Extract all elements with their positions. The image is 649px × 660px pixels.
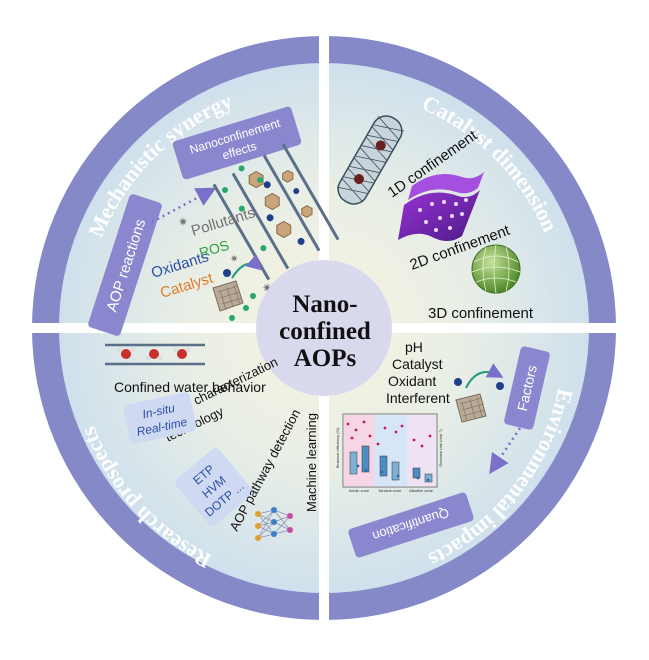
- chart-ylabel-right: Reaction rate (min⁻¹): [438, 429, 443, 467]
- confined-water-icon: [105, 343, 205, 366]
- pollutant-star-icon: ✷: [178, 215, 188, 229]
- center-title-line3: AOPs: [294, 345, 357, 372]
- quantification-box: [348, 492, 474, 558]
- confined-water-label: Confined water behavior: [114, 379, 266, 395]
- insitu-box: [123, 392, 197, 444]
- quadrant-mechanistic-synergy: AOP reactions Nanoconfinement effects: [88, 106, 340, 336]
- chart-ylabel-left: Removal efficiency (%): [335, 427, 340, 468]
- nanoconfinement-box: [172, 106, 302, 180]
- factor-oxidant: Oxidant: [388, 373, 436, 389]
- dotted-arrow-bottom-right: [489, 427, 522, 475]
- nanotube-1d-icon: [336, 115, 405, 205]
- factors-box: [504, 346, 550, 430]
- factor-catalyst: Catalyst: [392, 356, 443, 372]
- quadrant-catalyst-dimension: 1D confinement 2D confinement 3D confine…: [336, 115, 534, 322]
- factor-ph: pH: [405, 339, 423, 355]
- pollutant-star-icon: ✷: [262, 281, 272, 295]
- etp-box: [175, 448, 253, 526]
- center-title-line1: Nano-: [292, 291, 357, 318]
- in-situ-label: In-situ: [141, 401, 176, 422]
- machine-learning-label: Machine learning: [304, 413, 319, 512]
- sheet-2d-icon: [398, 172, 484, 241]
- sphere-3d-icon: [471, 244, 521, 294]
- mini-chart: Removal efficiency (%) Reaction rate (mi…: [335, 413, 443, 493]
- pollutant-star-icon: ✷: [230, 254, 238, 265]
- chart-x-neutral: Neutral zone: [379, 488, 402, 493]
- center-circle: [256, 260, 392, 396]
- quadrant-environmental-impacts: pH Catalyst Oxidant Interferent Factors: [335, 339, 550, 558]
- chart-x-acidic: Acidic zone: [349, 488, 370, 493]
- conf-3d-label: 3D confinement: [428, 305, 534, 322]
- center-title-line2: confined: [279, 318, 371, 345]
- catalyst-block-icon: [454, 363, 504, 423]
- chart-x-alkaline: Alkaline zone: [409, 488, 434, 493]
- factor-interferent: Interferent: [386, 390, 450, 406]
- neural-network-icon: [255, 507, 293, 541]
- aop-reactions-box: [88, 194, 162, 336]
- catalyst-block-icon: [212, 254, 264, 321]
